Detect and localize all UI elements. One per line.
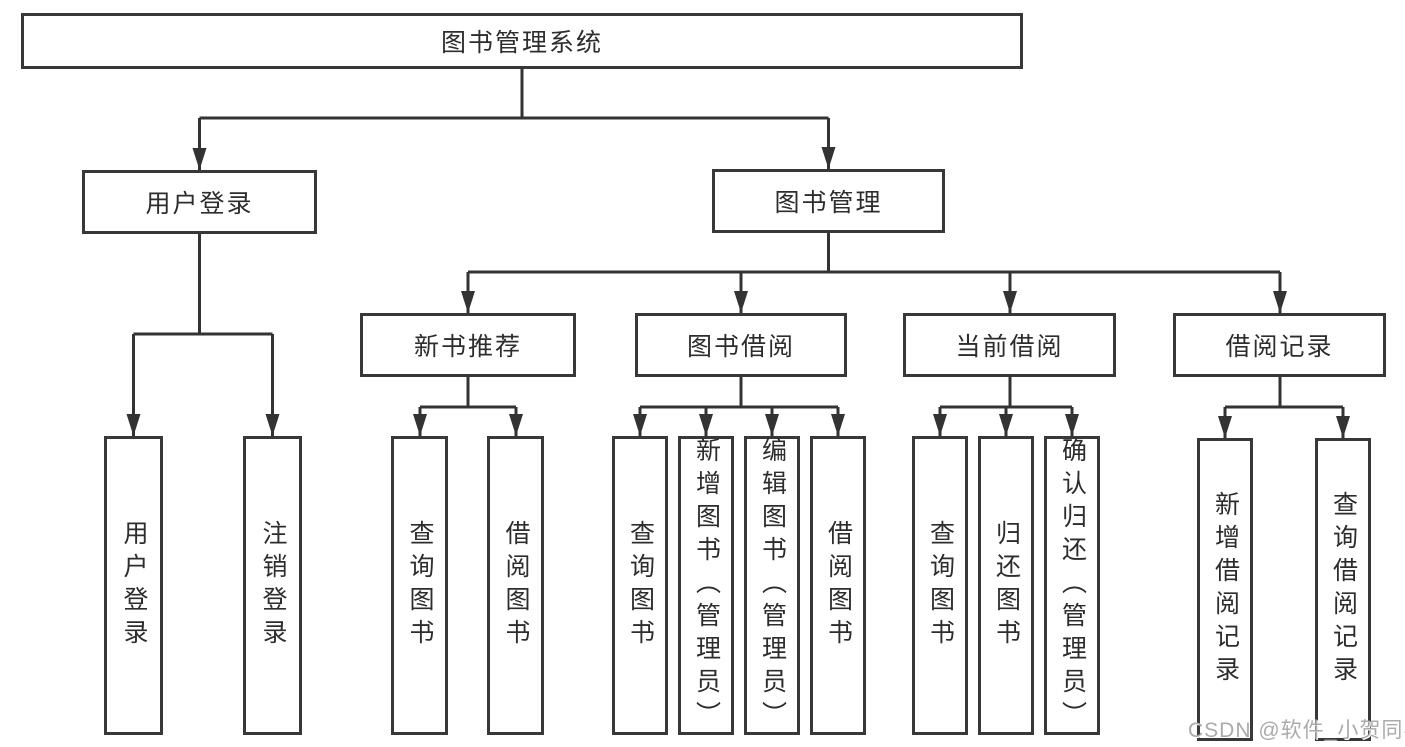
leaf-newbook-query-books: 查询图书 [391,436,448,735]
leaf-record-query-label: 查询借阅记录 [1329,490,1358,689]
csdn-watermark: CSDN @软件_小贺同学 [1188,719,1405,742]
node-current-borrow-label: 当前借阅 [955,333,1064,361]
connector-current-borrow [933,377,1079,436]
leaf-current-confirm-return-admin: 确认归还（管理员） [1044,436,1100,735]
leaf-newbook-borrow-books-label: 借阅图书 [502,519,530,652]
leaf-user-login-label: 用户登录 [120,519,148,652]
leaf-newbook-borrow-books: 借阅图书 [487,436,544,735]
leaf-logout-label: 注销登录 [259,519,287,652]
connector-book-management [461,233,1287,313]
leaf-borrow-query-books-label: 查询图书 [626,519,655,652]
leaf-current-query-books: 查询图书 [912,436,968,735]
node-borrow-record-label: 借阅记录 [1225,333,1334,361]
leaf-borrow-borrow-books: 借阅图书 [810,436,866,735]
connector-user-login [126,234,280,436]
connector-borrow-record [1218,377,1350,438]
node-book-borrow-label: 图书借阅 [686,333,795,361]
node-book-management-label: 图书管理 [774,189,883,217]
leaf-borrow-add-books-admin: 新增图书（管理员） [678,436,734,735]
node-root-label: 图书管理系统 [440,29,603,57]
node-book-management: 图书管理 [712,169,945,233]
leaf-current-query-books-label: 查询图书 [926,519,955,652]
node-user-login-label: 用户登录 [145,190,254,218]
leaf-record-query: 查询借阅记录 [1315,438,1371,741]
leaf-logout: 注销登录 [243,436,302,735]
leaf-borrow-edit-books-admin-label: 编辑图书（管理员） [758,437,787,734]
node-new-book-recommend-label: 新书推荐 [413,333,522,361]
leaf-borrow-edit-books-admin: 编辑图书（管理员） [744,436,800,735]
leaf-record-add-label: 新增借阅记录 [1211,490,1240,689]
leaf-newbook-query-books-label: 查询图书 [406,519,434,652]
connector-new-book [413,377,523,436]
node-root-system: 图书管理系统 [21,13,1023,69]
leaf-current-return-books: 归还图书 [978,436,1034,735]
node-user-login: 用户登录 [82,170,317,234]
node-borrow-record: 借阅记录 [1173,313,1386,377]
leaf-borrow-borrow-books-label: 借阅图书 [824,519,853,652]
node-book-borrow: 图书借阅 [635,313,847,377]
leaf-borrow-query-books: 查询图书 [612,436,668,735]
leaf-user-login: 用户登录 [104,436,163,735]
node-current-borrow: 当前借阅 [903,313,1116,377]
leaf-record-add: 新增借阅记录 [1197,438,1253,741]
node-new-book-recommend: 新书推荐 [360,313,576,377]
leaf-current-return-books-label: 归还图书 [992,519,1021,652]
connector-book-borrow [633,377,845,436]
leaf-current-confirm-return-admin-label: 确认归还（管理员） [1058,437,1087,734]
leaf-borrow-add-books-admin-label: 新增图书（管理员） [692,437,721,734]
connector-root-to-level2 [192,68,836,170]
